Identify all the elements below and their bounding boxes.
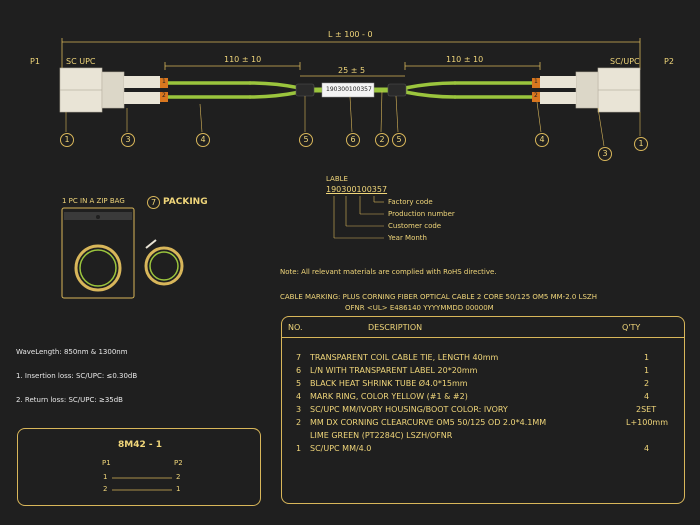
bom-header-divider xyxy=(282,337,684,338)
label-zone-label: 25 ± 5 xyxy=(338,66,366,75)
mark-1-left: 1 xyxy=(162,78,166,85)
callout-leaders xyxy=(65,90,641,147)
callout-6: 6 xyxy=(346,133,360,147)
cable-marking-line2: OFNR <UL> E486140 YYYYMMDD 00000M xyxy=(345,304,494,312)
mark-ring-left-1 xyxy=(160,78,168,88)
legend-customer-code: Customer code xyxy=(388,222,442,230)
mark-1-right: 1 xyxy=(534,78,538,85)
packing-bag-caption: 1 PC IN A ZIP BAG xyxy=(62,197,125,205)
legend-year-month: Year Month xyxy=(388,234,427,242)
zip-bag-illustration xyxy=(61,207,135,299)
packing-title: PACKING xyxy=(163,197,208,207)
cable-marking-line1: CABLE MARKING: PLUS CORNING FIBER OPTICA… xyxy=(280,293,597,301)
right-end-name: P2 xyxy=(664,57,674,66)
callout-4-left: 4 xyxy=(196,133,210,147)
pinout-left-end: P1 xyxy=(102,459,111,467)
total-length-dimension xyxy=(61,38,641,70)
callout-2: 2 xyxy=(375,133,389,147)
bom-header-qty: Q'TY xyxy=(622,323,641,332)
pin-right-2: 1 xyxy=(176,485,181,493)
right-breakout-label: 110 ± 10 xyxy=(446,55,484,64)
rohs-note: Note: All relevant materials are complie… xyxy=(280,268,497,276)
label-legend-code: 190300100357 xyxy=(326,185,388,194)
callout-1-right: 1 xyxy=(634,137,648,151)
callout-3-left: 3 xyxy=(121,133,135,147)
total-length-label: L ± 100 - 0 xyxy=(328,30,373,39)
coil-illustration xyxy=(144,239,184,286)
label-legend-title: LABLE xyxy=(326,175,348,183)
cable-label-text: 190300100357 xyxy=(326,86,372,93)
callout-5-left: 5 xyxy=(299,133,313,147)
cable-label xyxy=(321,82,375,98)
pin-left-2: 2 xyxy=(103,485,108,493)
callout-3-right: 3 xyxy=(598,147,612,161)
part-number: 8M42 - 1 xyxy=(118,440,163,450)
mark-ring-right-1 xyxy=(532,78,540,88)
spec-return-loss: 2. Return loss: SC/UPC: ≥35dB xyxy=(16,396,123,404)
mark-2-right: 2 xyxy=(534,92,538,99)
heat-shrink-left xyxy=(295,83,315,97)
pin-right-1: 2 xyxy=(176,473,181,481)
mark-ring-right-2 xyxy=(532,92,540,102)
bom-table: NO. DESCRIPTION Q'TY 7 TRANSPARENT COIL … xyxy=(281,316,685,504)
callout-4-right: 4 xyxy=(535,133,549,147)
left-sc-connectors xyxy=(59,67,160,113)
left-end-name: P1 xyxy=(30,57,40,66)
packing-callout-number: 7 xyxy=(147,196,160,209)
legend-factory-code: Factory code xyxy=(388,198,433,206)
spec-insertion-loss: 1. Insertion loss: SC/UPC: ≤0.30dB xyxy=(16,372,138,380)
bom-header-no: NO. xyxy=(288,323,303,332)
right-connector-type: SC/UPC xyxy=(610,57,640,66)
pinout-wires xyxy=(112,477,172,491)
callout-5-right: 5 xyxy=(392,133,406,147)
mark-ring-left-2 xyxy=(160,92,168,102)
left-connector-type: SC UPC xyxy=(66,57,96,66)
legend-production-number: Production number xyxy=(388,210,455,218)
bom-header-desc: DESCRIPTION xyxy=(368,323,423,332)
pin-left-1: 1 xyxy=(103,473,108,481)
heat-shrink-right xyxy=(387,83,407,97)
breakout-dimensions xyxy=(164,62,541,77)
left-breakout-label: 110 ± 10 xyxy=(224,55,262,64)
part-number-box xyxy=(17,428,261,506)
spec-wavelength: WaveLength: 850nm & 1300nm xyxy=(16,348,128,356)
label-legend-lines xyxy=(333,196,384,239)
pinout-right-end: P2 xyxy=(174,459,183,467)
right-sc-connectors xyxy=(540,67,641,113)
mark-2-left: 2 xyxy=(162,92,166,99)
callout-1-left: 1 xyxy=(60,133,74,147)
